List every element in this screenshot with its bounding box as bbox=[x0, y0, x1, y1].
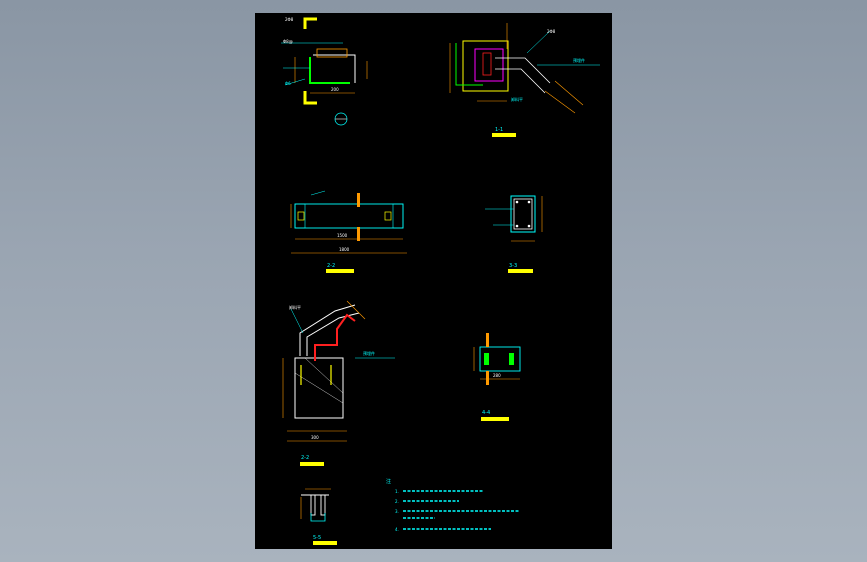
notes-title: 注 bbox=[386, 478, 391, 485]
note-2: 2. bbox=[395, 499, 399, 504]
cad-drawing[interactable]: 200 2Φ8 Φ8@ Φ6 2Φ8 预埋件 卸料平 1-1 bbox=[255, 13, 612, 549]
detail-top-left: 200 2Φ8 Φ8@ Φ6 bbox=[281, 17, 368, 126]
label-3-3: 3-3 bbox=[509, 263, 517, 269]
label-2-2-top: 2-2 bbox=[327, 263, 335, 269]
detail-section-2-2: 预埋件 卸料平 300 2-2 bbox=[282, 300, 395, 466]
detail-section-3-3: 3-3 bbox=[485, 195, 543, 273]
svg-text:预埋件: 预埋件 bbox=[573, 57, 585, 63]
svg-text:Φ8@: Φ8@ bbox=[283, 39, 293, 44]
svg-text:预埋件: 预埋件 bbox=[363, 350, 375, 356]
svg-text:2Φ8: 2Φ8 bbox=[285, 17, 294, 22]
note-3: 3. bbox=[395, 509, 399, 514]
note-1: 1. bbox=[395, 489, 399, 494]
dim-280: 280 bbox=[493, 373, 501, 378]
label-1-1: 1-1 bbox=[495, 127, 503, 133]
note-4: 4. bbox=[395, 527, 399, 532]
detail-section-4-4: 280 4-4 bbox=[473, 333, 521, 421]
dim-300: 300 bbox=[311, 435, 319, 440]
detail-section-5-5: 5-5 bbox=[300, 488, 337, 545]
dim-1800: 1800 bbox=[339, 247, 350, 252]
drawing-sheet[interactable]: 200 2Φ8 Φ8@ Φ6 2Φ8 预埋件 卸料平 1-1 bbox=[255, 13, 612, 549]
svg-text:2Φ8: 2Φ8 bbox=[547, 29, 556, 34]
dim-1500: 1500 bbox=[337, 233, 348, 238]
detail-section-1-1: 2Φ8 预埋件 卸料平 1-1 bbox=[449, 23, 600, 137]
label-2-2: 2-2 bbox=[301, 455, 309, 461]
label-5-5: 5-5 bbox=[313, 535, 321, 541]
notes-block: 注 1. 2. 3. 4. bbox=[386, 478, 519, 532]
detail-beam-elevation: 1500 1800 2-2 bbox=[290, 190, 407, 273]
svg-text:卸料平: 卸料平 bbox=[511, 96, 523, 102]
svg-text:Φ6: Φ6 bbox=[285, 81, 291, 86]
dim-200: 200 bbox=[331, 87, 339, 92]
label-4-4: 4-4 bbox=[482, 410, 490, 416]
svg-text:卸料平: 卸料平 bbox=[289, 304, 301, 310]
